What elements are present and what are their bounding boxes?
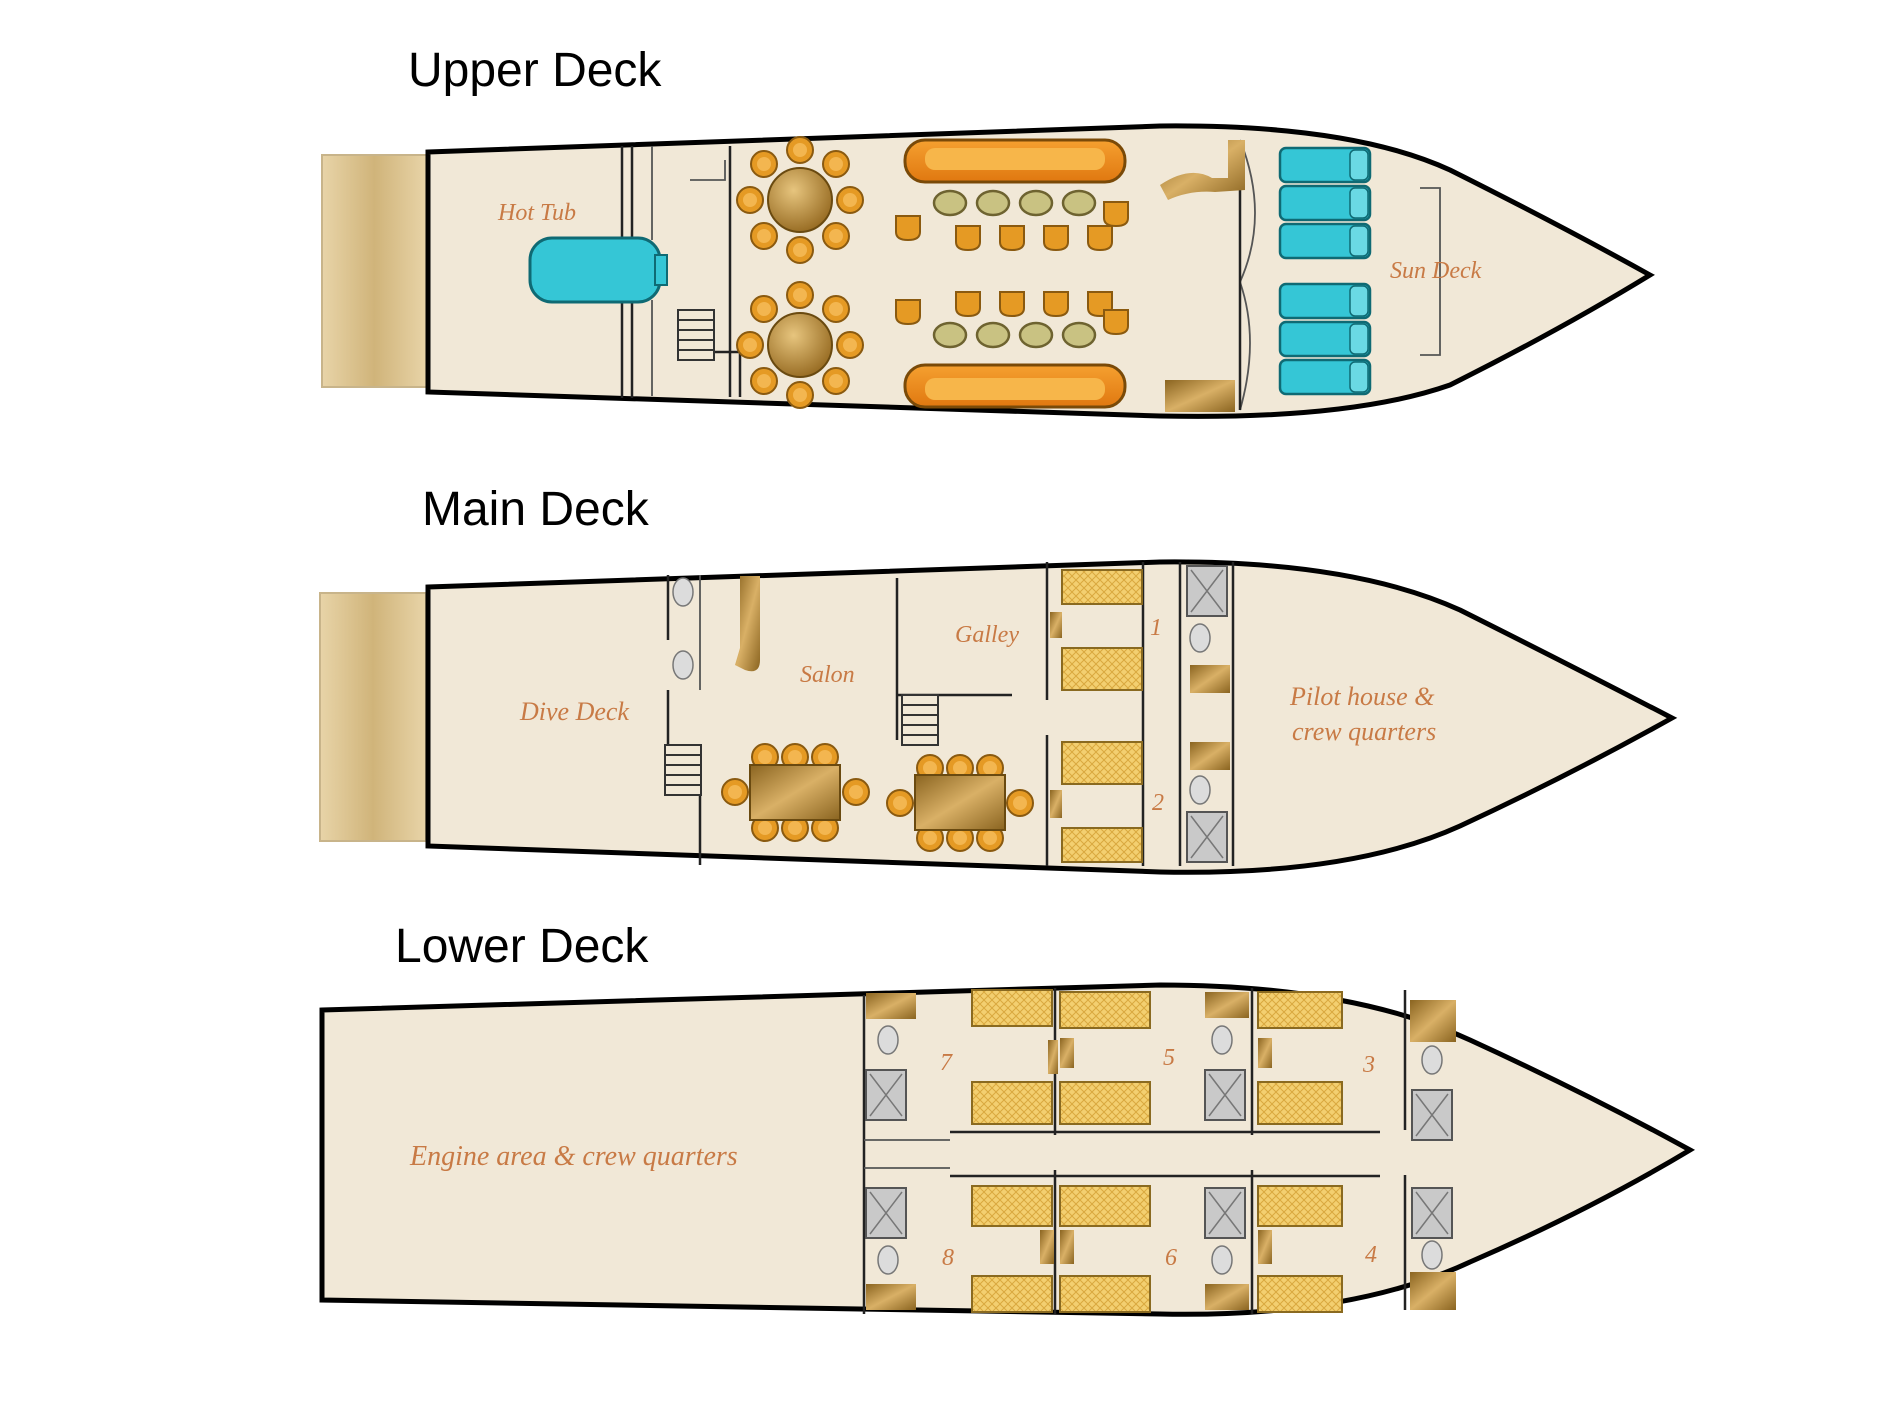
shower-icon: [1186, 565, 1228, 617]
cabin-4: 4: [1257, 1185, 1456, 1313]
salon-bar: [735, 576, 760, 672]
toilet-icon: [672, 650, 694, 680]
upper-deck: Upper Deck Hot Tub: [321, 44, 1655, 419]
hot-tub-icon: [528, 236, 668, 304]
toilet-icon: [1421, 1240, 1443, 1270]
main-deck: Main Deck Div: [319, 483, 1678, 875]
cabin-2-number: 2: [1152, 790, 1164, 816]
cabin-6: 6: [1059, 1185, 1249, 1313]
shower-icon: [865, 1187, 907, 1239]
bed-icon: [971, 989, 1053, 1027]
counter-block: [1165, 380, 1235, 412]
cabin-6-number: 6: [1165, 1245, 1177, 1271]
toilet-icon: [877, 1025, 899, 1055]
pilot-house-label-line2: crew quarters: [1292, 717, 1436, 746]
round-table-icon: [736, 136, 864, 264]
cabin-8: 8: [865, 1185, 1054, 1313]
toilet-icon: [1211, 1245, 1233, 1275]
cabin-3: 3: [1257, 991, 1456, 1141]
toilet-icon: [1421, 1045, 1443, 1075]
lower-deck-title: Lower Deck: [395, 920, 649, 973]
bed-icon: [1257, 1081, 1343, 1125]
bed-icon: [1257, 991, 1343, 1029]
cabin-5: 5: [1059, 991, 1249, 1125]
bed-icon: [971, 1275, 1053, 1313]
bed-icon: [971, 1185, 1053, 1227]
sun-deck-label: Sun Deck: [1390, 258, 1482, 284]
bed-icon: [1257, 1185, 1343, 1227]
bed-icon: [1061, 647, 1143, 691]
toilet-icon: [1189, 775, 1211, 805]
sofa-icon: [903, 138, 1127, 184]
bed-icon: [1061, 741, 1143, 785]
shower-icon: [1186, 811, 1228, 863]
main-deck-title: Main Deck: [422, 483, 650, 536]
cabin-7: 7: [865, 989, 1058, 1125]
bar-counter: [1160, 140, 1245, 200]
bed-icon: [1061, 827, 1143, 863]
upper-deck-stern-platform: [321, 154, 428, 388]
bed-icon: [1059, 1275, 1151, 1313]
bed-icon: [1257, 1275, 1343, 1313]
bed-icon: [1059, 991, 1151, 1029]
toilet-icon: [672, 577, 694, 607]
stairs-icon: [677, 309, 715, 361]
cabin-1: 1: [1050, 565, 1230, 693]
cabin-4-number: 4: [1365, 1242, 1377, 1268]
dining-table-icon: [721, 743, 870, 842]
toilet-icon: [1189, 623, 1211, 653]
upper-deck-title: Upper Deck: [408, 44, 662, 97]
shower-icon: [1204, 1187, 1246, 1239]
hot-tub-label: Hot Tub: [497, 200, 576, 226]
shower-icon: [1411, 1089, 1453, 1141]
shower-icon: [865, 1069, 907, 1121]
cabin-5-number: 5: [1163, 1045, 1175, 1071]
lower-deck-hull: [319, 982, 1696, 1317]
pilot-house-label-line1: Pilot house &: [1289, 682, 1435, 711]
round-table-icon: [736, 281, 864, 409]
stairs-icon: [664, 744, 702, 796]
dining-table-icon: [886, 754, 1034, 852]
shower-icon: [1411, 1187, 1453, 1239]
cabin-8-number: 8: [942, 1245, 954, 1271]
galley-label: Galley: [955, 622, 1019, 648]
main-deck-stern-platform: [319, 592, 427, 842]
toilet-icon: [1211, 1025, 1233, 1055]
shower-icon: [1204, 1069, 1246, 1121]
toilet-icon: [877, 1245, 899, 1275]
sofa-icon: [903, 363, 1127, 409]
cabin-7-number: 7: [940, 1050, 953, 1076]
dive-deck-label: Dive Deck: [519, 697, 629, 726]
cabin-3-number: 3: [1362, 1052, 1375, 1078]
cabin-1-number: 1: [1150, 615, 1162, 641]
stairs-icon: [901, 694, 939, 746]
lower-deck: Lower Deck Engine area & crew quarters 7: [319, 920, 1696, 1317]
bed-icon: [971, 1081, 1053, 1125]
salon-label: Salon: [800, 662, 855, 688]
bed-icon: [1059, 1081, 1151, 1125]
engine-area-label: Engine area & crew quarters: [409, 1141, 738, 1172]
bed-icon: [1059, 1185, 1151, 1227]
cabin-2: 2: [1050, 741, 1230, 863]
bed-icon: [1061, 569, 1143, 605]
